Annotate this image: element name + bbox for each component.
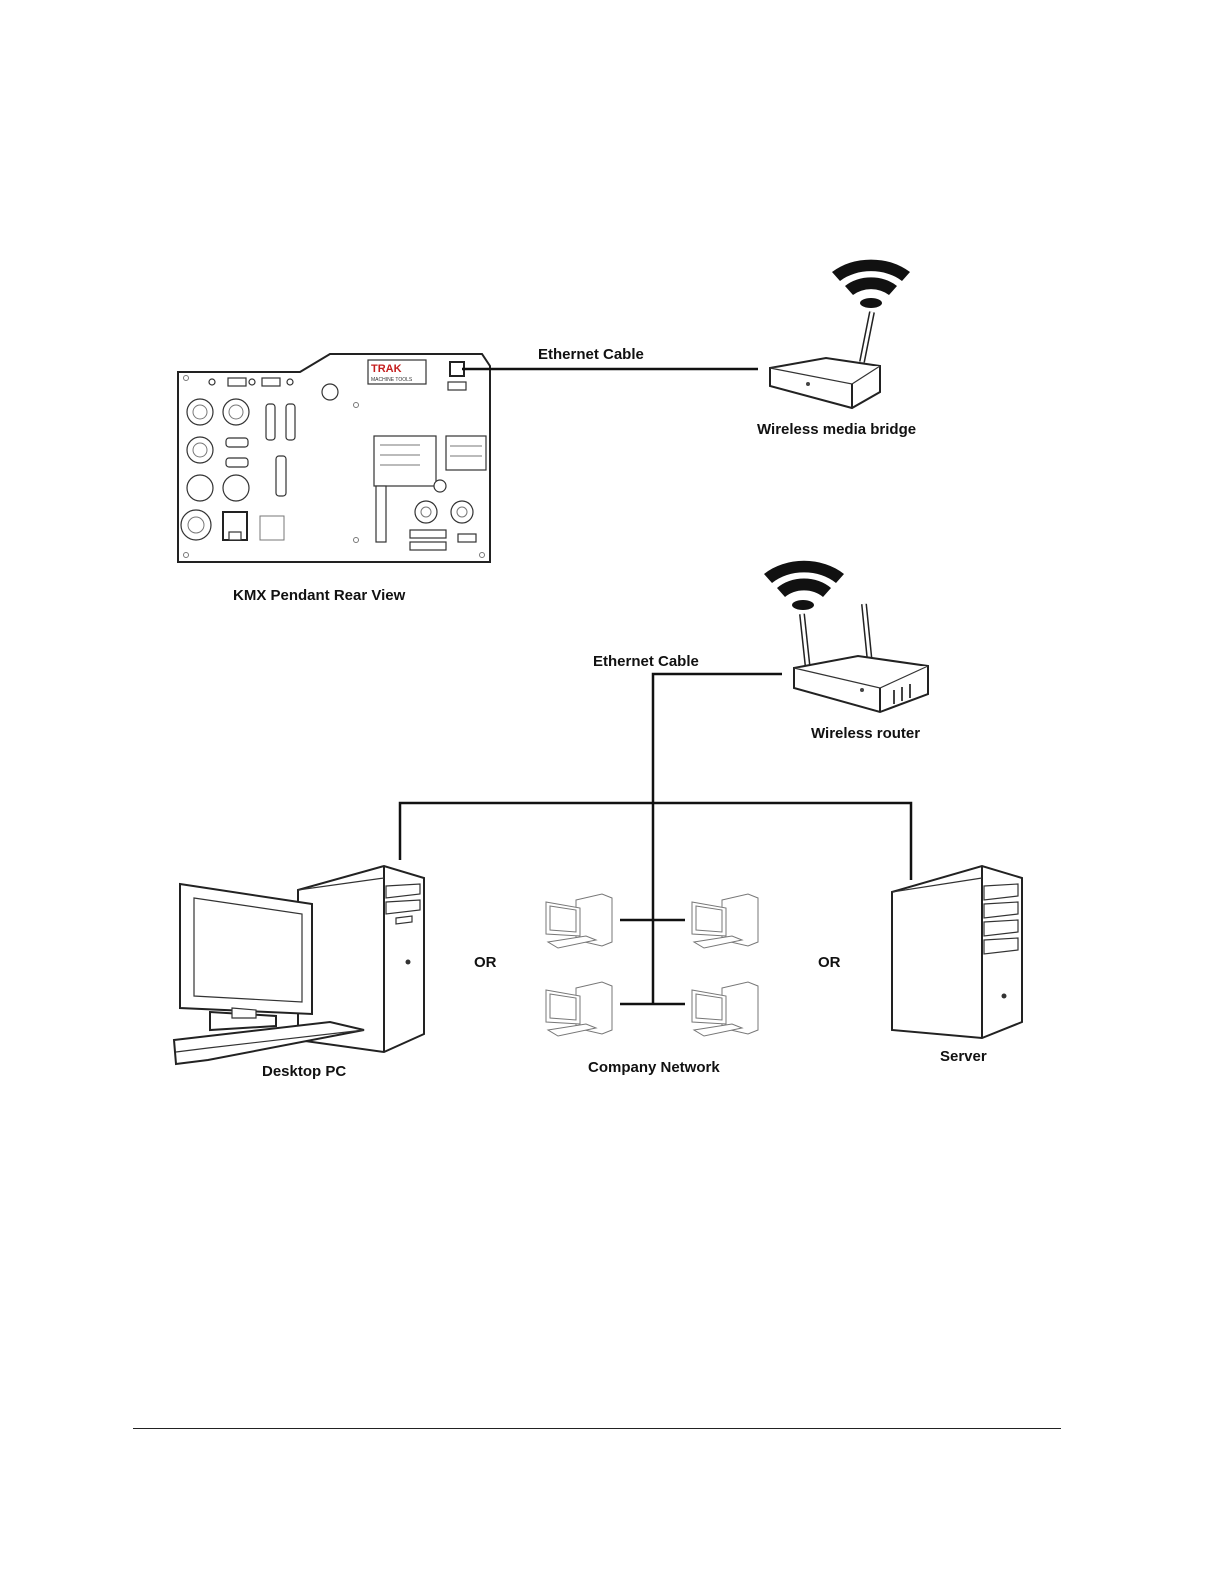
wireless-media-bridge-label: Wireless media bridge	[757, 421, 916, 438]
trak-logo: TRAK MACHINE TOOLS	[368, 360, 426, 384]
desktop-pc-label: Desktop PC	[262, 1063, 346, 1080]
wifi-signal-icon	[832, 260, 910, 308]
wireless-router-icon	[794, 604, 928, 712]
wifi-signal-icon-router	[764, 561, 844, 610]
pendant-ethernet-port	[450, 362, 464, 376]
trak-logo-brand: TRAK	[371, 363, 402, 375]
ethernet-cable-lower-label: Ethernet Cable	[593, 653, 699, 670]
company-network-label: Company Network	[588, 1059, 720, 1076]
server-tower-icon	[892, 866, 1022, 1038]
kmx-pendant-label: KMX Pendant Rear View	[233, 587, 406, 604]
trak-logo-sub: MACHINE TOOLS	[371, 377, 413, 383]
footer-divider	[133, 1428, 1061, 1429]
or-left-label: OR	[474, 954, 497, 971]
network-pc-icon-bottom-left	[546, 982, 612, 1036]
network-pc-icon-bottom-right	[692, 982, 758, 1036]
kmx-pendant-rear-panel: TRAK MACHINE TOOLS	[178, 354, 490, 562]
or-right-label: OR	[818, 954, 841, 971]
desktop-computer-icon	[174, 866, 424, 1064]
network-pc-icon-top-right	[692, 894, 758, 948]
ethernet-cable-top-label: Ethernet Cable	[538, 346, 644, 363]
wireless-router-label: Wireless router	[811, 725, 920, 742]
network-pc-icon-top-left	[546, 894, 612, 948]
server-label: Server	[940, 1048, 987, 1065]
wireless-media-bridge-icon	[770, 312, 880, 408]
